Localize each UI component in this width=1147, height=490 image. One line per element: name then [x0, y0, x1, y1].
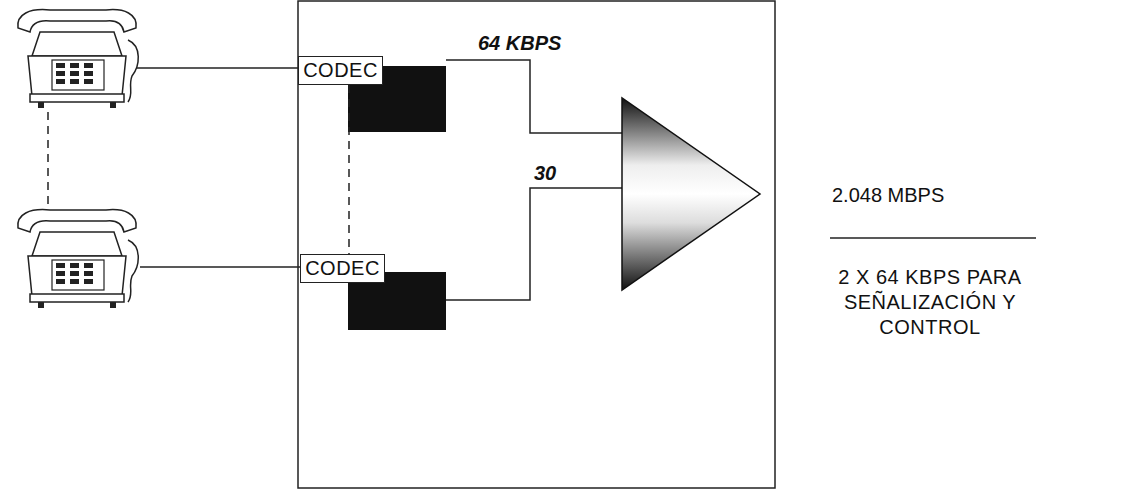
line [446, 60, 622, 133]
dashed-connector [349, 85, 350, 254]
signalling-note: 2 X 64 KBPS PARA SEÑALIZACIÓN Y CONTROL [822, 265, 1038, 340]
codec-label: CODEC [305, 257, 380, 280]
dashed-continuation [47, 112, 49, 205]
telephone [18, 10, 138, 108]
codec-box: CODEC [300, 254, 385, 283]
rate-label: 64 KBPS [478, 32, 561, 55]
equipment-box [298, 1, 775, 488]
rate-label: 30 [534, 162, 556, 185]
telephone [18, 210, 138, 308]
separator-line [830, 237, 1036, 239]
line [446, 188, 622, 300]
line [136, 67, 298, 69]
line [140, 266, 300, 268]
line-rate: 2.048 MBPS [832, 184, 944, 207]
codec-label: CODEC [303, 59, 378, 82]
multiplexer-triangle [622, 98, 760, 290]
codec-box: CODEC [298, 56, 383, 85]
